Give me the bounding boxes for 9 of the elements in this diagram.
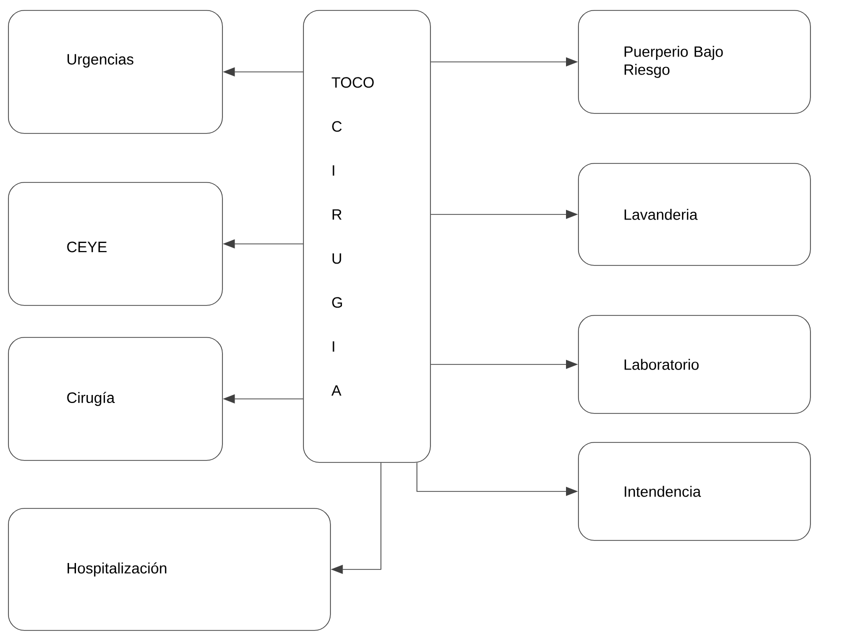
unit-box: Laboratorio — [578, 315, 811, 414]
unit-box: Puerperio Bajo Riesgo — [578, 10, 811, 114]
unit-box: CEYE — [8, 182, 223, 306]
unit-box: Cirugía — [8, 337, 223, 461]
central-unit-box: TOCO C I R U G I A — [303, 10, 431, 463]
unit-box: Lavanderia — [578, 163, 811, 266]
unit-box: Hospitalización — [8, 508, 331, 631]
unit-box: Intendencia — [578, 442, 811, 541]
unit-box: Urgencias — [8, 10, 223, 134]
